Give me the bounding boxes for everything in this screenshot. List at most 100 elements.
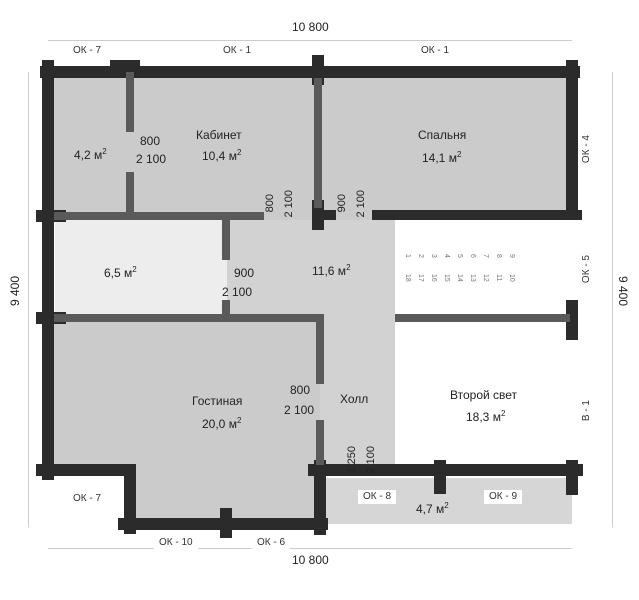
room-area: 14,1 м2: [422, 150, 462, 166]
room-name-hall: Холл: [340, 392, 369, 406]
room-6-5: [55, 220, 227, 318]
dim-line-left: [28, 72, 29, 527]
window-label: ОК - 1: [218, 44, 257, 58]
wall-post: [220, 508, 232, 538]
room-name-cabinet: Кабинет: [196, 128, 242, 142]
staircase: [395, 222, 565, 318]
inner-wall: [126, 172, 134, 218]
wall-stub: [318, 210, 336, 220]
window-label: ОК - 7: [68, 492, 107, 506]
area-value: 6,5 м: [104, 266, 133, 280]
room-name-bedroom: Спальня: [418, 128, 467, 142]
dim-bottom: 10 800: [292, 553, 329, 567]
inner-wall: [395, 314, 570, 322]
inner-wall: [54, 314, 324, 322]
dim-right: 9 400: [616, 276, 630, 307]
wall-right-mid: [566, 300, 578, 340]
step: 7: [482, 254, 489, 258]
step: 6: [469, 254, 476, 258]
room-area: 6,5 м2: [104, 265, 137, 281]
door-width: 800: [290, 383, 311, 397]
area-value: 10,4 м: [202, 149, 237, 163]
wall-bedroom-bottom: [372, 210, 582, 220]
room-area: 4,2 м2: [74, 147, 107, 163]
step: 5: [456, 254, 463, 258]
door-width: 900: [234, 266, 255, 280]
area-unit: 2: [500, 409, 506, 418]
room-name-living: Гостиная: [192, 394, 243, 408]
area-unit: 2: [346, 263, 351, 272]
door-height: 2 100: [284, 403, 315, 417]
door-height: 2 100: [365, 446, 377, 474]
dim-line-right: [612, 72, 613, 527]
door-width: 1 250: [346, 446, 358, 474]
step: 16: [430, 274, 437, 282]
wall-top: [40, 66, 580, 78]
room-area: 20,0 м2: [202, 416, 242, 432]
wall-bay-right: [314, 460, 326, 535]
area-unit: 2: [456, 150, 462, 159]
step: 4: [443, 254, 450, 258]
area-unit: 2: [444, 501, 449, 510]
step: 3: [430, 254, 437, 258]
wall-post: [434, 460, 446, 494]
window-label: ОК - 5: [580, 250, 594, 289]
area-unit: 2: [132, 265, 137, 274]
room-top-row: [48, 72, 572, 220]
room-area: 4,7 м2: [416, 501, 449, 517]
area-value: 14,1 м: [422, 151, 457, 165]
room-area: 18,3 м2: [466, 409, 506, 425]
step: 1: [404, 254, 411, 258]
door-width: 900: [336, 194, 348, 213]
step: 2: [417, 254, 424, 258]
room-area: 10,4 м2: [202, 148, 242, 164]
room-area: 11,6 м2: [312, 263, 351, 279]
step: 8: [495, 254, 502, 258]
dim-top: 10 800: [292, 20, 329, 34]
step: 9: [508, 254, 515, 258]
inner-wall: [316, 314, 324, 384]
door-height: 2 100: [136, 152, 167, 166]
inner-wall: [222, 220, 230, 260]
window-label: ОК - 7: [68, 44, 107, 58]
door-height: 2 100: [222, 285, 253, 299]
room-hall-upper: [227, 220, 395, 318]
wall-stub: [312, 55, 324, 85]
step: 10: [508, 274, 515, 282]
window-label: ОК - 4: [580, 130, 594, 169]
dim-line-bottom: [48, 548, 572, 549]
wall-bay-left: [124, 464, 136, 534]
area-unit: 2: [236, 148, 242, 157]
room-name-second-light: Второй свет: [450, 388, 518, 402]
wall-left: [42, 60, 54, 480]
step: 12: [482, 274, 489, 282]
inner-wall: [314, 78, 322, 208]
dim-left: 9 400: [8, 276, 22, 307]
inner-wall: [316, 420, 324, 465]
area-value: 11,6 м: [312, 264, 347, 278]
step: 17: [417, 274, 424, 282]
window-label: ОК - 6: [252, 536, 291, 550]
step: 14: [456, 274, 463, 282]
wall-right-upper: [566, 60, 578, 220]
area-unit: 2: [236, 416, 242, 425]
window-label: ОК - 1: [416, 44, 455, 58]
room-hall-lower: [320, 318, 395, 470]
door-width: 800: [264, 194, 276, 213]
area-unit: 2: [102, 147, 107, 156]
wall-stub: [110, 60, 140, 72]
window-label: ОК - 9: [484, 490, 523, 504]
door-width: 800: [140, 134, 161, 148]
window-label: ОК - 10: [154, 536, 198, 550]
inner-wall: [126, 72, 134, 132]
window-label: ОК - 8: [358, 490, 397, 504]
step: 13: [469, 274, 476, 282]
stair-steps-top: 1 2 3 4 5 6 7 8 9: [398, 254, 515, 258]
step: 18: [404, 274, 411, 282]
inner-wall: [222, 300, 230, 318]
area-value: 20,0 м: [202, 417, 237, 431]
area-value: 18,3 м: [466, 410, 501, 424]
window-label: В - 1: [580, 395, 594, 427]
